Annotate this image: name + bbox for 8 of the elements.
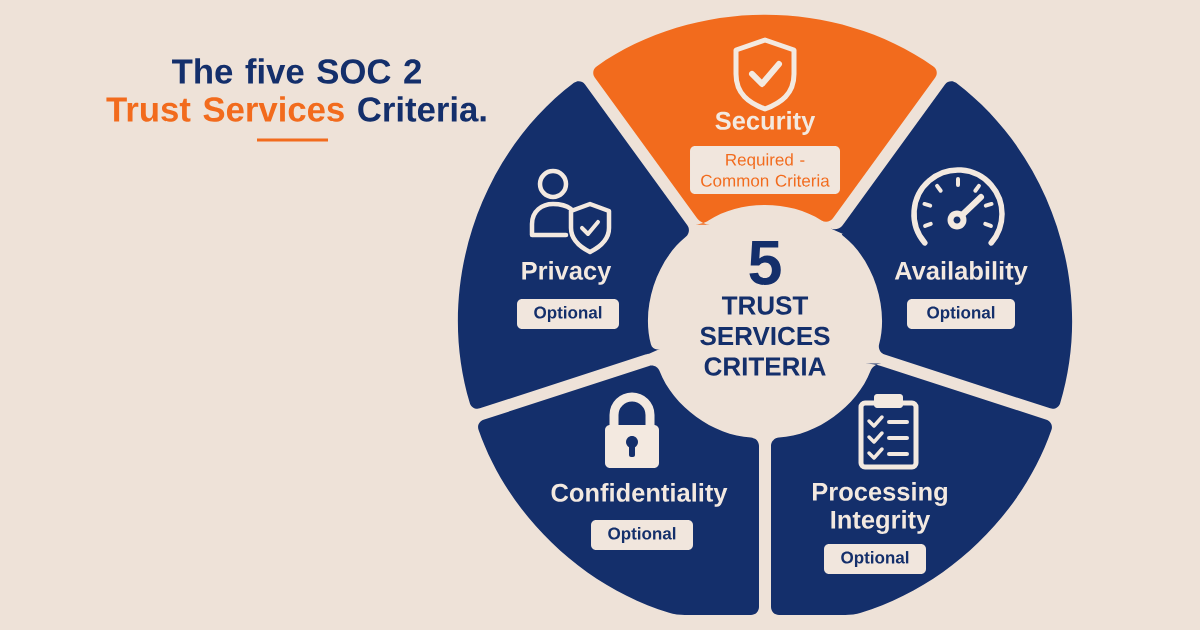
status-badge: Optional — [824, 544, 926, 574]
big-number: 5 — [749, 241, 781, 285]
status-badge: Optional — [517, 299, 619, 329]
status-badge: Optional — [907, 299, 1015, 329]
node-label: Availability — [894, 261, 1028, 285]
node-label: Privacy — [522, 261, 612, 285]
status-badge: Required - Common Criteria — [690, 146, 840, 194]
status-badge: Optional — [591, 520, 693, 550]
